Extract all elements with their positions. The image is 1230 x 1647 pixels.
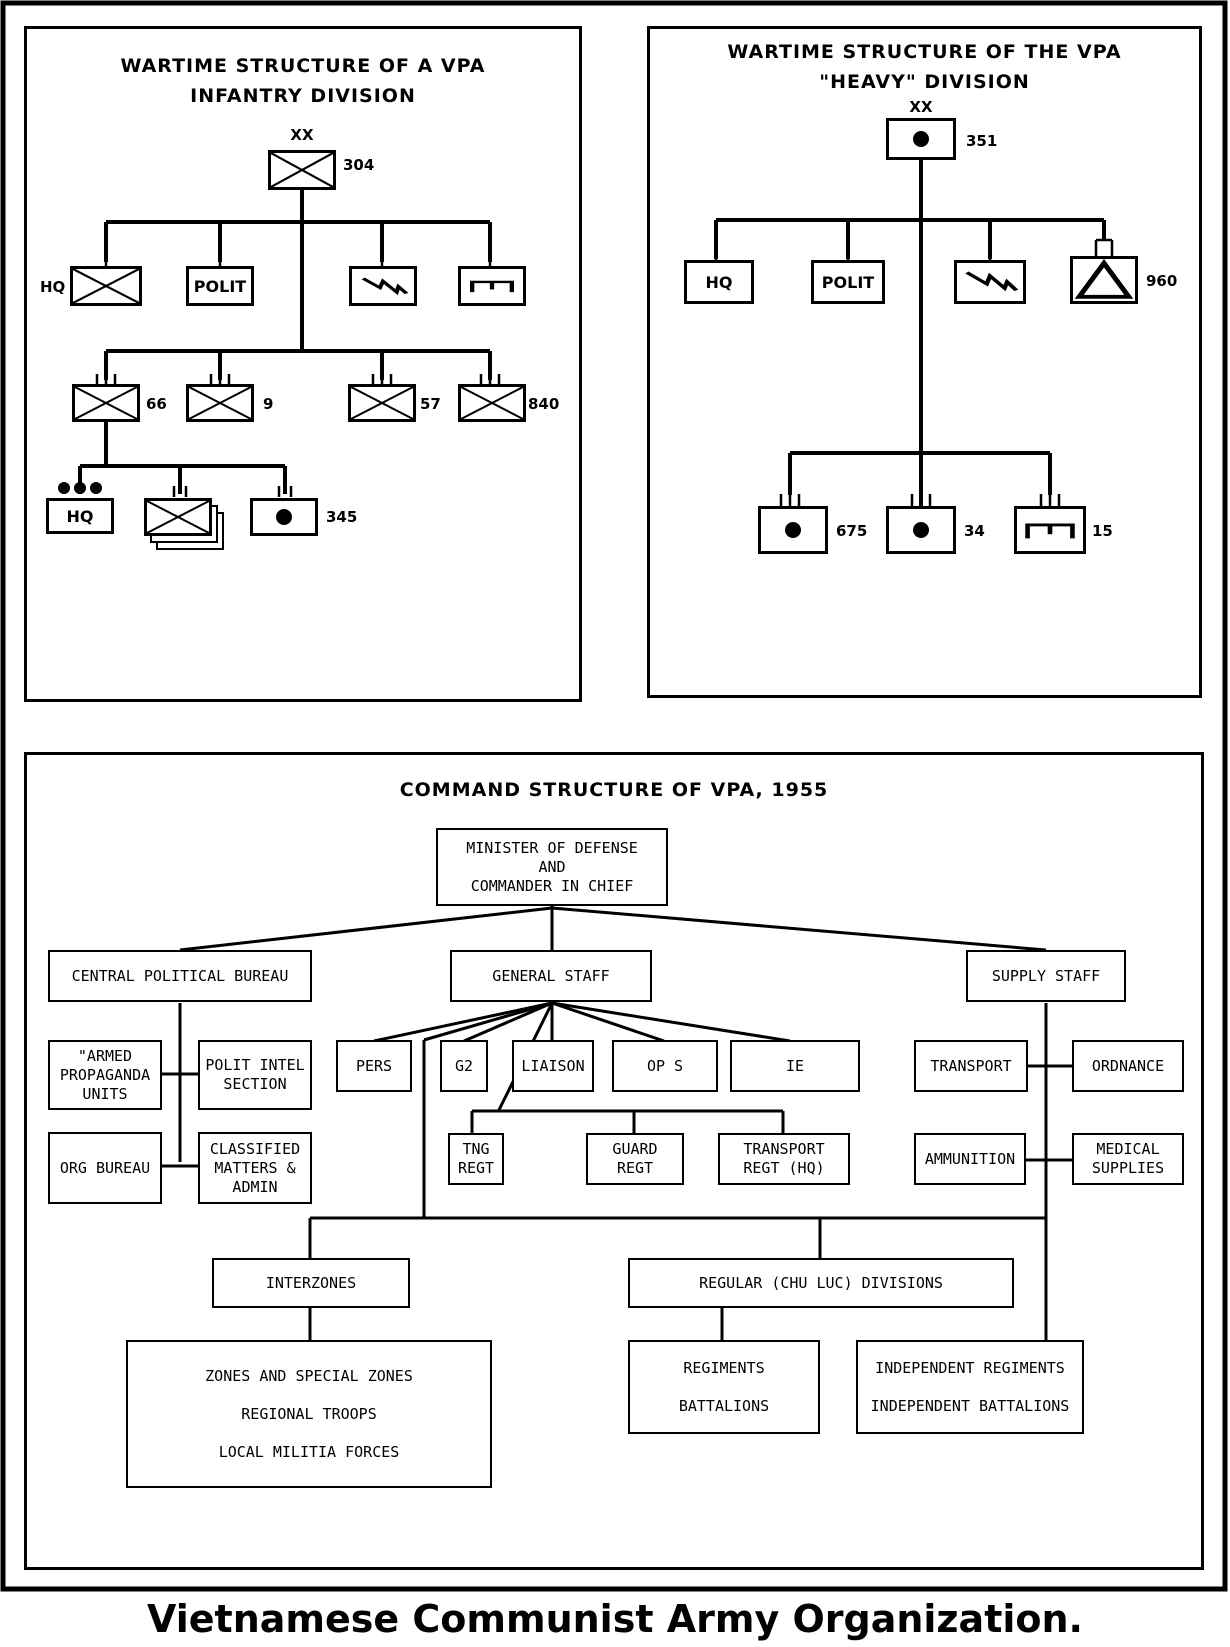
regiments-battalions-box: REGIMENTS BATTALIONS — [628, 1340, 820, 1434]
artillery-dot-icon — [276, 509, 292, 525]
zones-and-forces-box: ZONES AND SPECIAL ZONES REGIONAL TROOPS … — [126, 1340, 492, 1488]
infantry-signal-unit — [349, 266, 417, 306]
infantry-cross-icon — [351, 387, 413, 419]
engineer-bridge-icon — [469, 280, 515, 293]
battalion-stack-front — [144, 498, 212, 536]
signal-lightning-icon — [965, 271, 1019, 292]
heavy-antiaircraft-unit — [1070, 256, 1138, 304]
regiment-hq-unit: HQ — [46, 498, 114, 534]
artillery-dot-icon — [913, 131, 929, 147]
infantry-regiment-9 — [186, 384, 254, 422]
heavy-title-line2: "HEAVY" DIVISION — [819, 71, 1030, 93]
infantry-title-line1: WARTIME STRUCTURE OF A VPA — [120, 55, 486, 77]
heavy-hq-label: HQ — [705, 272, 733, 292]
minister-of-defense-box: MINISTER OF DEFENSE AND COMMANDER IN CHI… — [436, 828, 668, 906]
infantry-cross-icon — [189, 387, 251, 419]
medical-supplies-box: MEDICAL SUPPLIES — [1072, 1133, 1184, 1185]
ordnance-box: ORDNANCE — [1072, 1040, 1184, 1092]
infantry-regiment-66-number: 66 — [146, 395, 167, 413]
heavy-regiment-34-number: 34 — [964, 522, 985, 540]
heavy-artillery-regiment-675 — [758, 506, 828, 554]
guard-regt-box: GUARD REGT — [586, 1133, 684, 1185]
infantry-regiment-840-number: 840 — [528, 395, 560, 413]
pers-box: PERS — [336, 1040, 412, 1092]
infantry-polit-unit: POLIT — [186, 266, 254, 306]
infantry-hq-label: HQ — [40, 278, 66, 296]
supply-staff-box: SUPPLY STAFF — [966, 950, 1126, 1002]
transport-box: TRANSPORT — [914, 1040, 1028, 1092]
artillery-dot-icon — [913, 522, 929, 538]
heavy-division-symbol — [886, 118, 956, 160]
ammunition-box: AMMUNITION — [914, 1133, 1026, 1185]
heavy-polit-label: POLIT — [821, 272, 875, 292]
heavy-title-line1: WARTIME STRUCTURE OF THE VPA — [727, 41, 1122, 63]
tng-regt-box: TNG REGT — [448, 1133, 504, 1185]
heavy-echelon-xx: XX — [909, 98, 933, 116]
interzones-box: INTERZONES — [212, 1258, 410, 1308]
armed-propaganda-box: "ARMED PROPAGANDA UNITS — [48, 1040, 162, 1110]
infantry-division-number: 304 — [343, 156, 375, 174]
heavy-regiment-675-number: 675 — [836, 522, 868, 540]
infantry-regiment-66 — [72, 384, 140, 422]
infantry-engineer-unit — [458, 266, 526, 306]
infantry-regiment-840 — [458, 384, 526, 422]
infantry-cross-icon — [147, 501, 209, 533]
heavy-polit-unit: POLIT — [811, 260, 885, 304]
heavy-division-number: 351 — [966, 132, 998, 150]
polit-intel-section-box: POLIT INTEL SECTION — [198, 1040, 312, 1110]
ie-box: IE — [730, 1040, 860, 1092]
heavy-signal-unit — [954, 260, 1026, 304]
infantry-division-symbol — [268, 150, 336, 190]
infantry-hq-unit — [70, 266, 142, 306]
infantry-cross-icon — [75, 387, 137, 419]
artillery-dot-icon — [785, 522, 801, 538]
infantry-echelon-xx: XX — [290, 126, 314, 144]
engineer-bridge-icon — [1025, 523, 1075, 539]
liaison-box: LIAISON — [512, 1040, 594, 1092]
ops-box: OP S — [612, 1040, 718, 1092]
command-title: COMMAND STRUCTURE OF VPA, 1955 — [399, 779, 829, 801]
regular-divisions-box: REGULAR (CHU LUC) DIVISIONS — [628, 1258, 1014, 1308]
heavy-hq-unit: HQ — [684, 260, 754, 304]
central-political-bureau-box: CENTRAL POLITICAL BUREAU — [48, 950, 312, 1002]
heavy-engineer-regiment-15 — [1014, 506, 1086, 554]
heavy-artillery-regiment-34 — [886, 506, 956, 554]
infantry-regiment-9-number: 9 — [263, 395, 274, 413]
infantry-regiment-57-number: 57 — [420, 395, 441, 413]
heavy-antiaircraft-number: 960 — [1146, 272, 1178, 290]
figure-caption: Vietnamese Communist Army Organization. — [147, 1597, 1083, 1641]
classified-matters-box: CLASSIFIED MATTERS & ADMIN — [198, 1132, 312, 1204]
signal-lightning-icon — [361, 277, 409, 296]
regiment-hq-label: HQ — [66, 506, 94, 526]
artillery-battalion-345 — [250, 498, 318, 536]
g2-box: G2 — [440, 1040, 488, 1092]
heavy-regiment-15-number: 15 — [1092, 522, 1113, 540]
infantry-regiment-57 — [348, 384, 416, 422]
independent-units-box: INDEPENDENT REGIMENTS INDEPENDENT BATTAL… — [856, 1340, 1084, 1434]
artillery-battalion-345-number: 345 — [326, 508, 358, 526]
infantry-title-line2: INFANTRY DIVISION — [190, 85, 416, 107]
general-staff-box: GENERAL STAFF — [450, 950, 652, 1002]
org-bureau-box: ORG BUREAU — [48, 1132, 162, 1204]
antiaircraft-triangle-icon — [1074, 259, 1134, 299]
infantry-cross-icon — [461, 387, 523, 419]
infantry-polit-label: POLIT — [193, 276, 247, 296]
infantry-cross-icon — [73, 269, 139, 303]
infantry-cross-icon — [271, 153, 333, 187]
transport-regt-box: TRANSPORT REGT (HQ) — [718, 1133, 850, 1185]
